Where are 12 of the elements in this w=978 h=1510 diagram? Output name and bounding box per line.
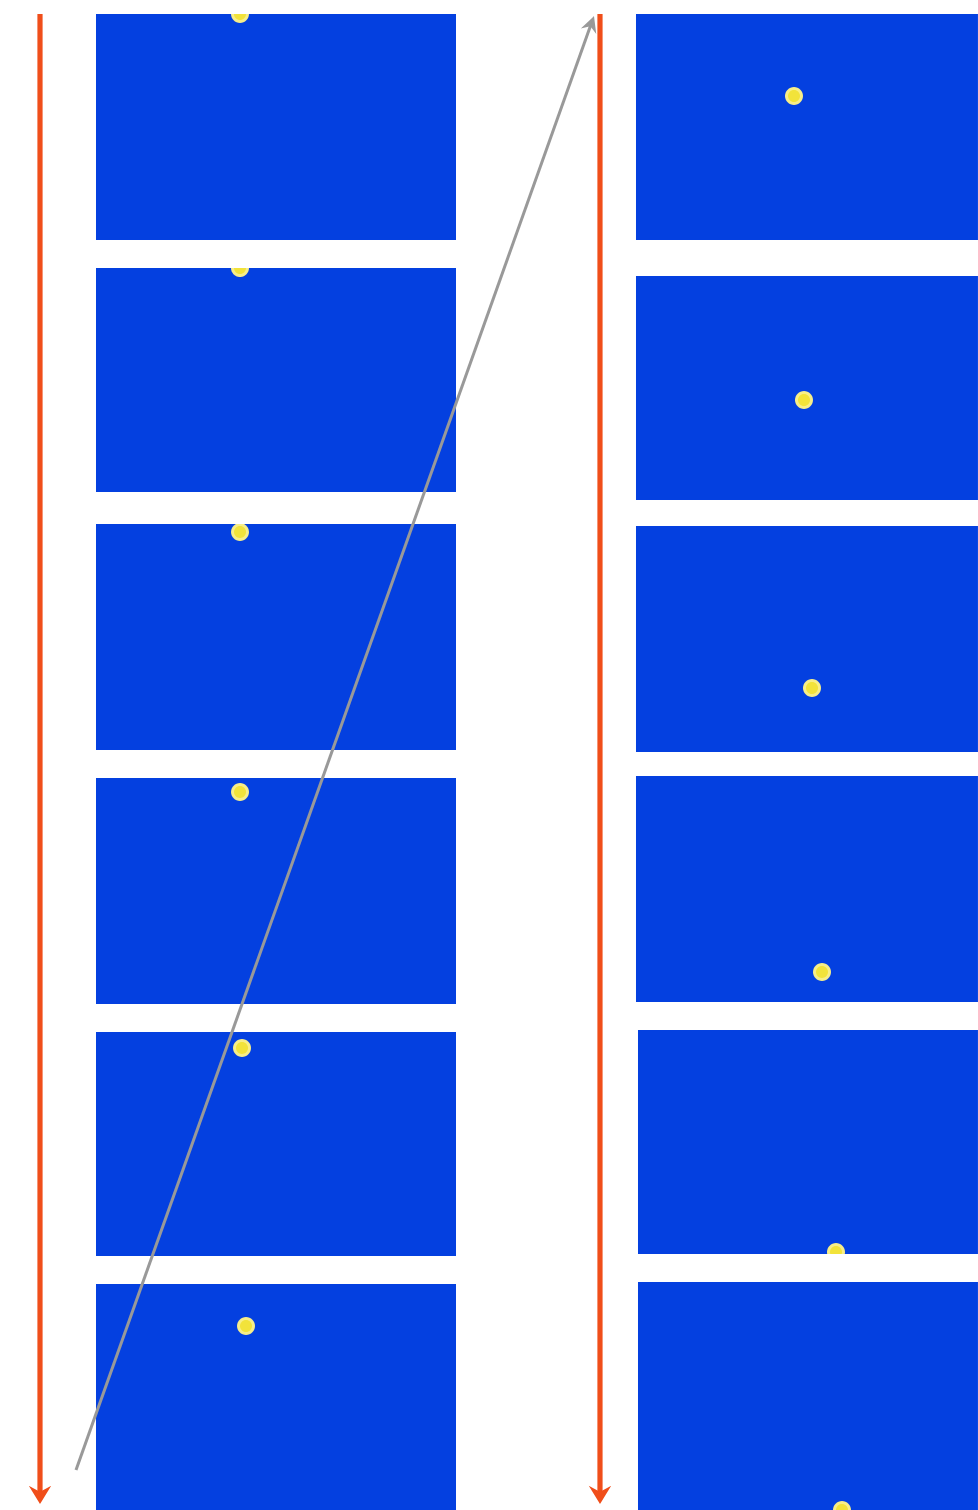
video-frame [96,1284,456,1510]
video-frame [96,524,456,750]
video-frame [636,276,978,500]
video-frame [636,14,978,240]
video-frame [636,526,978,752]
video-frame [636,776,978,1002]
video-frame [96,1032,456,1256]
video-frame [96,14,456,240]
video-frame [638,1282,978,1510]
video-frame [96,778,456,1004]
video-frame [96,268,456,492]
video-frame [638,1030,978,1254]
